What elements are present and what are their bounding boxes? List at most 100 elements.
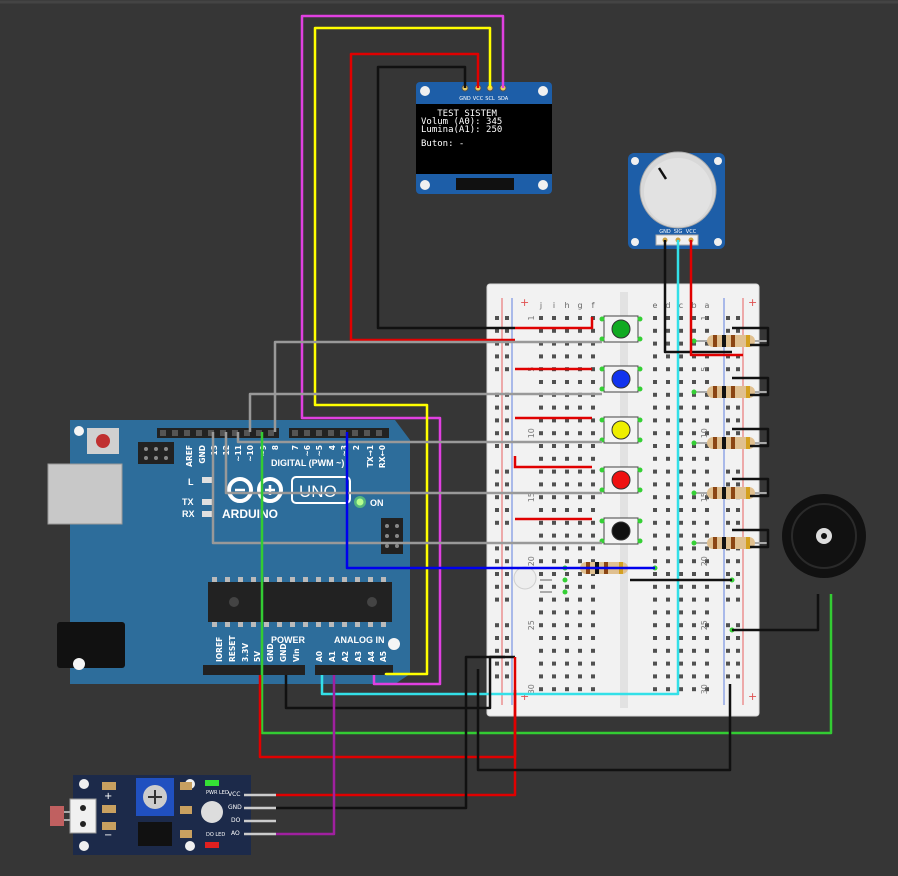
- breadboard-row-number: 30: [527, 684, 536, 694]
- rail-plus-sign: +: [520, 690, 529, 703]
- sensor-minus-label: −: [104, 830, 112, 841]
- reset-button[interactable]: [96, 434, 110, 448]
- wire-digital[interactable]: [224, 432, 602, 495]
- breadboard-row-number: 10: [700, 428, 709, 438]
- breadboard-row-number: 15: [527, 492, 536, 502]
- do-led-label: DO LED: [206, 832, 225, 838]
- analog-pin-label: A1: [328, 651, 337, 662]
- wire-sensor-ao[interactable]: [276, 675, 336, 836]
- push-button[interactable]: [599, 466, 643, 494]
- rail-plus-sign: +: [748, 296, 757, 309]
- breadboard-column-letter: i: [553, 301, 555, 310]
- digital-header-right: [289, 428, 389, 438]
- wire-pot-gnd[interactable]: [663, 240, 732, 354]
- breadboard-column-letter: f: [592, 301, 595, 310]
- piezo-buzzer[interactable]: [782, 494, 866, 578]
- resistor[interactable]: [694, 437, 767, 449]
- oled-pin-label: SDA: [498, 96, 509, 102]
- oled-line: TEST SISTEM: [421, 109, 497, 119]
- arduino-model: UNO: [299, 482, 337, 501]
- rotary-potentiometer[interactable]: GND SIG VCC: [628, 151, 725, 249]
- breadboard-column-letter: g: [577, 301, 582, 310]
- on-label: ON: [370, 498, 384, 508]
- oled-line: Volum (A0): 345: [421, 117, 502, 127]
- oled-display[interactable]: GND VCC SCL SDA TEST SISTEM Volum (A0): …: [416, 82, 552, 194]
- on-led: [356, 498, 364, 506]
- digital-pin-label: GND: [198, 445, 207, 464]
- light-sensor-module[interactable]: + − PWR LED DO LED VCC GND DO AO: [50, 775, 276, 855]
- led-rx-label: RX: [182, 509, 195, 519]
- analog-pin-label: A3: [354, 651, 363, 662]
- wire-pot-vcc[interactable]: [689, 240, 743, 357]
- digital-header-left: [157, 428, 279, 438]
- analog-pin-label: A2: [341, 651, 350, 662]
- resistor[interactable]: [694, 537, 767, 549]
- breadboard-row-number: 15: [700, 492, 709, 502]
- sensor-pin-label: AO: [231, 830, 240, 837]
- wire-pot-signal[interactable]: [320, 240, 680, 696]
- power-pin-label: GND: [279, 643, 288, 662]
- wire-blue[interactable]: [345, 432, 655, 570]
- resistor[interactable]: [694, 386, 767, 398]
- wire-buzzer-signal[interactable]: [260, 432, 833, 735]
- pot-pin-label: VCC: [686, 229, 697, 235]
- power-pin-label: 5V: [253, 651, 262, 662]
- digital-pin-label: ~11: [234, 445, 243, 462]
- wire-scl[interactable]: [313, 26, 492, 676]
- breadboard-column-letter: a: [705, 301, 710, 310]
- analog-pin-label: A4: [367, 651, 376, 662]
- resistor[interactable]: [694, 487, 767, 499]
- rail-plus-sign: +: [520, 296, 529, 309]
- breadboard-row-number: 10: [527, 428, 536, 438]
- push-button[interactable]: [599, 365, 643, 393]
- icsp-header: [138, 442, 403, 554]
- push-button[interactable]: [599, 315, 643, 343]
- analog-pin-label: A0: [315, 651, 324, 662]
- oled-screen: [416, 104, 552, 174]
- sensor-pin-label: GND: [228, 804, 242, 811]
- push-button[interactable]: [599, 517, 643, 545]
- wire-digital[interactable]: [248, 392, 602, 432]
- analog-label: ANALOG IN: [334, 635, 385, 645]
- wire-buzzer-gnd[interactable]: [732, 594, 820, 632]
- digital-pin-label: AREF: [185, 445, 194, 467]
- breadboard-row-number: 25: [527, 620, 536, 630]
- sensor-plus-label: +: [104, 791, 112, 802]
- power-pin-label: 3.3V: [241, 643, 250, 662]
- wire-sensor-vcc[interactable]: [276, 690, 517, 797]
- dc-jack: [57, 622, 125, 668]
- power-pin-label: GND: [266, 643, 275, 662]
- oled-pin-label: SCL: [485, 96, 495, 102]
- breadboard-row-number: 20: [527, 556, 536, 566]
- digital-pin-label: ~10: [246, 445, 255, 462]
- usb-port: [47, 463, 123, 525]
- breadboard-column-letter: e: [653, 301, 658, 310]
- wire-oled-vcc[interactable]: [349, 52, 515, 342]
- digital-label: DIGITAL (PWM ~): [271, 458, 344, 468]
- digital-pin-label: RX←0: [378, 445, 387, 468]
- sensor-pin-label: VCC: [228, 791, 240, 798]
- wire-sda[interactable]: [300, 14, 505, 686]
- push-button[interactable]: [599, 416, 643, 444]
- sensor-pin-label: DO: [231, 817, 241, 824]
- wire-digital[interactable]: [236, 432, 602, 444]
- wire-sensor-gnd[interactable]: [276, 655, 505, 810]
- breadboard-column-letter: c: [679, 301, 683, 310]
- resistor[interactable]: [694, 335, 767, 347]
- wire-oled-gnd[interactable]: [376, 65, 515, 330]
- digital-pin-label: ~5: [315, 445, 324, 457]
- wire-digital[interactable]: [211, 432, 602, 545]
- wire-digital[interactable]: [273, 340, 602, 432]
- oled-line: Lumina(A1): 250: [421, 125, 502, 135]
- digital-pin-label: 4: [328, 445, 337, 450]
- pot-pin-label: GND: [659, 229, 671, 235]
- breadboard-row-number: 5: [700, 367, 709, 372]
- analog-pin-label: A5: [379, 651, 388, 662]
